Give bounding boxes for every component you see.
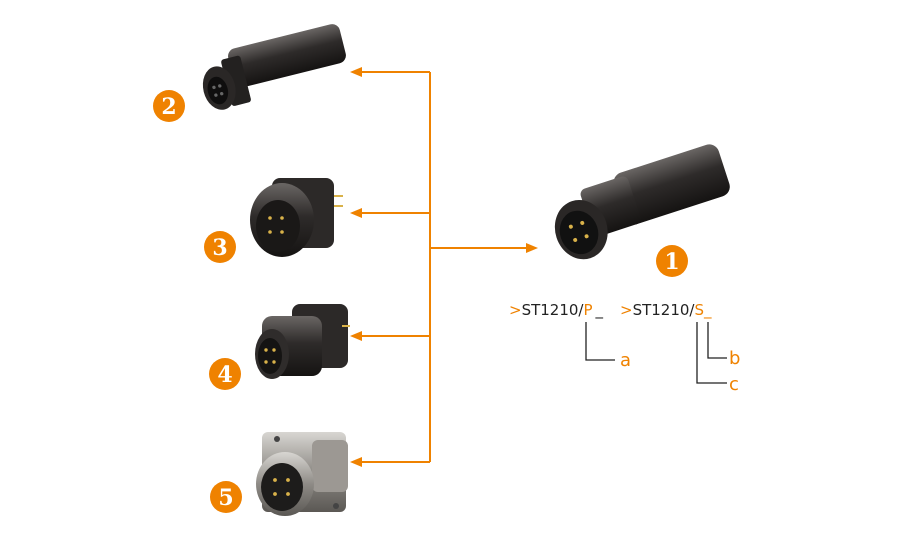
svg-text:1: 1 — [664, 249, 679, 275]
badge-1: 1 — [656, 245, 688, 277]
product-image-4 — [255, 304, 350, 379]
part-code-plug: >ST1210/P_ — [509, 301, 604, 320]
arrow-icon — [350, 457, 362, 467]
callout-lines — [585, 322, 727, 384]
svg-text:4: 4 — [217, 362, 232, 388]
product-image-2 — [202, 24, 346, 110]
svg-text:5: 5 — [218, 485, 233, 511]
callout-a: a — [620, 350, 631, 371]
arrow-heads — [350, 67, 538, 467]
badge-3: 3 — [204, 231, 236, 263]
badge-2: 2 — [153, 90, 185, 122]
badge-5: 5 — [210, 481, 242, 513]
arrow-icon — [350, 331, 362, 341]
connection-lines — [362, 71, 526, 463]
product-image-5 — [256, 432, 348, 516]
arrow-icon — [526, 243, 538, 253]
callout-b: b — [729, 348, 740, 369]
arrow-icon — [350, 67, 362, 77]
callout-c: c — [729, 374, 739, 395]
svg-text:3: 3 — [212, 235, 227, 261]
badge-4: 4 — [209, 358, 241, 390]
svg-text:2: 2 — [161, 94, 176, 120]
arrow-icon — [350, 208, 362, 218]
product-image-1 — [554, 144, 730, 260]
product-image-3 — [250, 178, 343, 257]
part-code-socket: >ST1210/S_ — [620, 301, 712, 320]
